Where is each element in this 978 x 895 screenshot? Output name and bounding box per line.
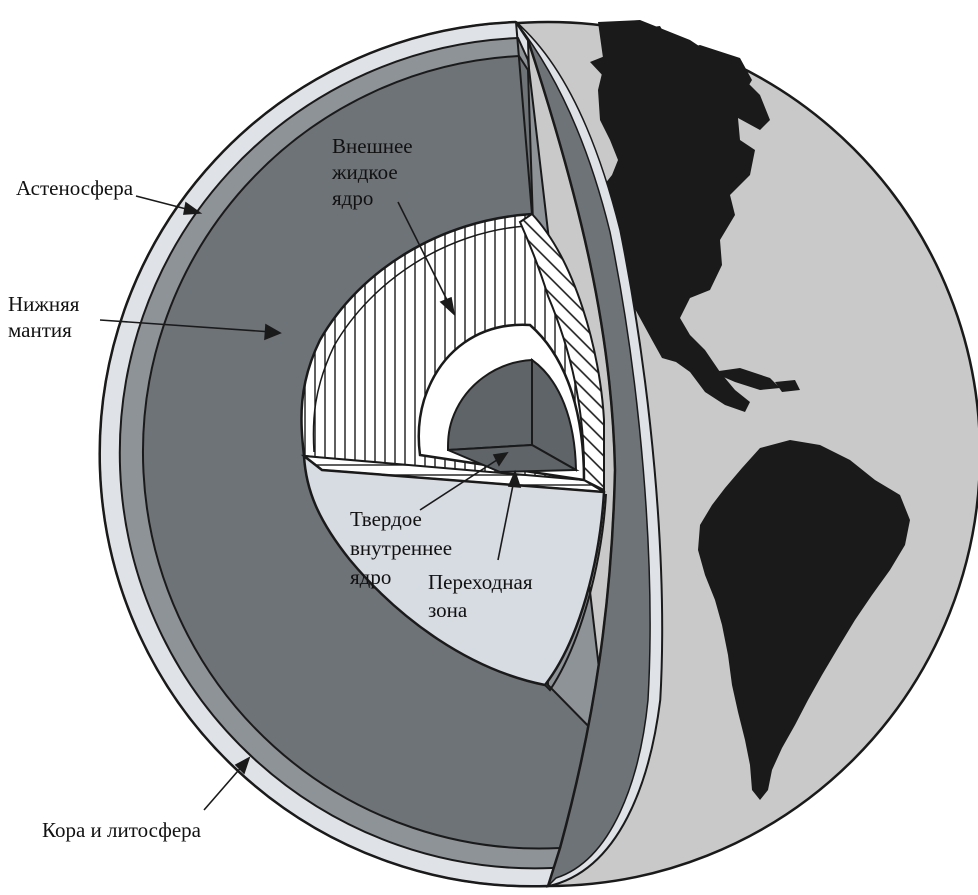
inner-core-leader	[419, 457, 501, 511]
lower-mantle-arrowhead	[264, 323, 282, 341]
cut-axis-line	[515, 21, 533, 215]
inner-core-label-line1: Твердое	[350, 507, 422, 531]
inner-core-floor	[447, 443, 580, 474]
leader-lines	[99, 195, 522, 811]
inner-core-label-line2: внутреннее	[350, 536, 453, 560]
outer-core-leader	[397, 201, 451, 307]
outer-core-label-line1: Внешнее	[332, 134, 413, 158]
inner-core-layer	[446, 358, 533, 452]
greenland-shape	[660, 45, 752, 108]
lower-mantle-leader	[99, 319, 273, 333]
arctic-island-1	[590, 52, 625, 78]
mantle-cut-face-light-band	[515, 21, 663, 888]
inner-core-arrowhead	[492, 451, 509, 467]
outer-core-label-line3: ядро	[332, 186, 374, 210]
hispaniola-shape	[775, 380, 800, 392]
lower-mantle-label-line1: Нижняя	[8, 292, 80, 316]
transition-zone-label-line1: Переходная	[428, 570, 533, 594]
arctic-island-3	[606, 86, 632, 106]
outer-core-inner-rim	[312, 225, 527, 453]
lower-mantle-label-line2: мантия	[8, 318, 72, 342]
south-america-shape	[698, 440, 910, 800]
transition-zone-arrowhead	[507, 469, 522, 488]
cuba-shape	[712, 368, 780, 390]
cut-floor-rim	[544, 493, 607, 692]
transition-zone-label-line2: зона	[428, 598, 468, 622]
continents	[590, 20, 910, 800]
arctic-island-2	[628, 26, 668, 46]
transition-zone-leader	[497, 479, 515, 561]
asthenosphere-label: Астеносфера	[16, 176, 134, 200]
outer-core-arrowhead	[439, 296, 456, 317]
north-america-shape	[590, 20, 770, 412]
crust-lithosphere-label: Кора и литосфера	[42, 818, 201, 842]
crust-leader	[203, 763, 245, 811]
cut-floor-plane	[302, 453, 606, 687]
crust-outline-outer	[98, 20, 549, 888]
mantle-cut-face-inner-edge	[527, 39, 617, 849]
asthenosphere-arrowhead	[183, 201, 203, 215]
inner-core-label-line3: ядро	[350, 565, 392, 589]
outer-core-label-line2: жидкое	[332, 160, 398, 184]
crust-arrowhead	[234, 756, 251, 775]
